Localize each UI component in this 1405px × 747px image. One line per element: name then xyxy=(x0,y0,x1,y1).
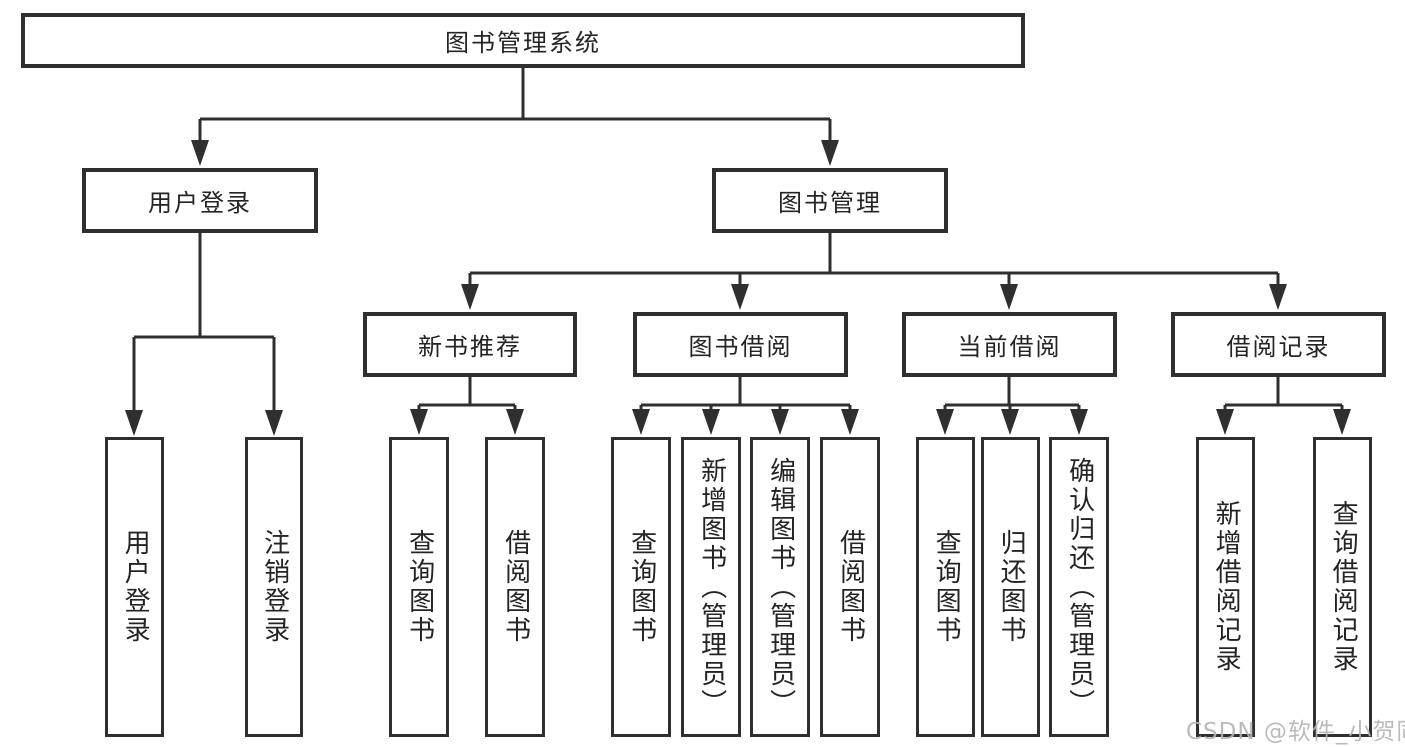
node-leaf-user-login: 用户登录 xyxy=(105,437,164,737)
node-book-management: 图书管理 xyxy=(712,168,948,233)
leaf-label: 用户登录 xyxy=(120,529,151,645)
arrowhead-icons xyxy=(125,140,1351,436)
node-new-book-recommend: 新书推荐 xyxy=(363,312,577,377)
node-user-login-label: 用户登录 xyxy=(148,189,252,217)
node-book-management-label: 图书管理 xyxy=(778,189,882,217)
node-leaf-query-books-current: 查询图书 xyxy=(916,437,975,737)
leaf-label: 归还图书 xyxy=(996,529,1027,645)
leaf-label: 编辑图书（管理员） xyxy=(765,456,796,718)
node-leaf-query-books-borrowing: 查询图书 xyxy=(611,437,671,737)
node-leaf-query-books-recommend: 查询图书 xyxy=(389,437,449,737)
node-root-label: 图书管理系统 xyxy=(445,29,601,57)
node-borrowing-records: 借阅记录 xyxy=(1171,312,1386,377)
node-leaf-borrow-books-recommend: 借阅图书 xyxy=(485,437,545,737)
node-leaf-confirm-return-admin: 确认归还（管理员） xyxy=(1049,437,1109,737)
node-book-borrowing: 图书借阅 xyxy=(633,312,848,377)
leaf-label: 借阅图书 xyxy=(500,529,531,645)
leaf-label: 新增图书（管理员） xyxy=(696,456,727,718)
node-leaf-return-books: 归还图书 xyxy=(981,437,1040,737)
leaf-label: 查询图书 xyxy=(931,529,962,645)
node-leaf-query-borrow-record: 查询借阅记录 xyxy=(1313,437,1372,737)
leaf-label: 查询借阅记录 xyxy=(1328,500,1359,674)
node-borrowing-records-label: 借阅记录 xyxy=(1226,333,1331,361)
leaf-label: 借阅图书 xyxy=(835,529,866,645)
node-leaf-edit-books-admin: 编辑图书（管理员） xyxy=(750,437,810,737)
node-new-book-recommend-label: 新书推荐 xyxy=(418,333,522,361)
leaf-label: 查询图书 xyxy=(626,529,657,645)
leaf-label: 确认归还（管理员） xyxy=(1064,456,1095,718)
node-user-login: 用户登录 xyxy=(82,168,318,233)
node-root-system: 图书管理系统 xyxy=(21,13,1025,68)
node-leaf-add-books-admin: 新增图书（管理员） xyxy=(681,437,741,737)
leaf-label: 注销登录 xyxy=(259,529,290,645)
csdn-watermark: CSDN @软件_小贺同学 xyxy=(1186,719,1405,745)
node-leaf-add-borrow-record: 新增借阅记录 xyxy=(1196,437,1255,737)
node-leaf-logout: 注销登录 xyxy=(245,437,303,737)
connector-stems xyxy=(132,68,1344,414)
node-current-borrowing-label: 当前借阅 xyxy=(957,333,1062,361)
node-book-borrowing-label: 图书借阅 xyxy=(688,333,793,361)
node-current-borrowing: 当前借阅 xyxy=(902,312,1117,377)
leaf-label: 查询图书 xyxy=(404,529,435,645)
node-leaf-borrow-books-borrowing: 借阅图书 xyxy=(820,437,880,737)
leaf-label: 新增借阅记录 xyxy=(1211,500,1242,674)
